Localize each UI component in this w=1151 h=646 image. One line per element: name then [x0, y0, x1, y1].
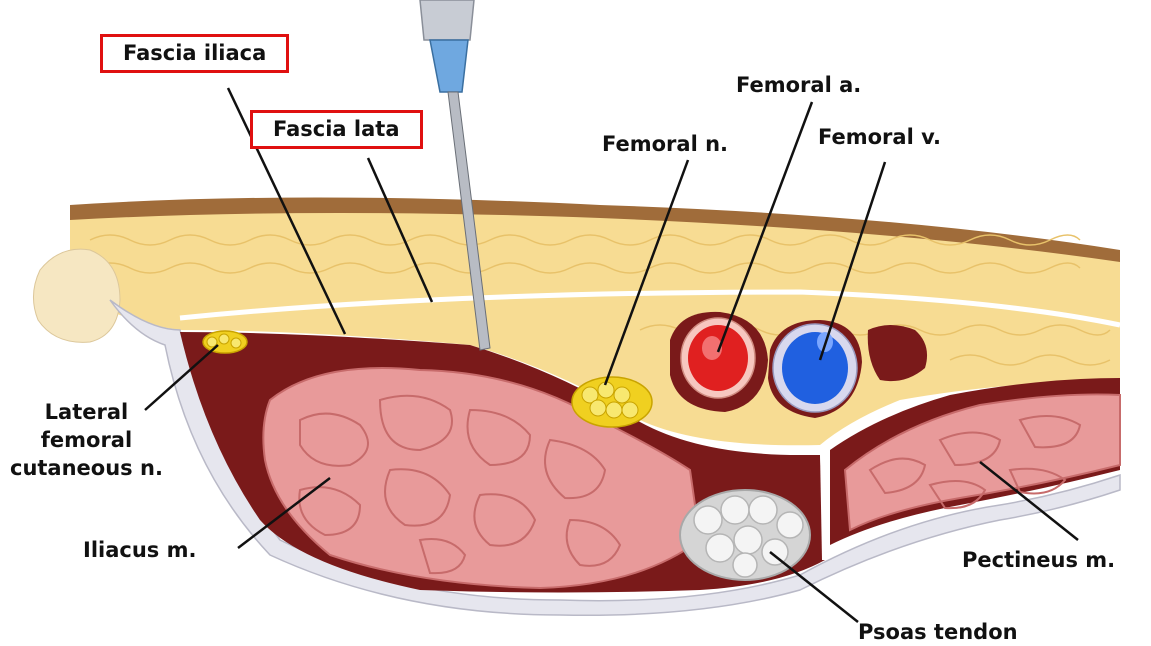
- label-lateral-femoral-cutaneous-nerve: Lateral femoral cutaneous n.: [10, 398, 163, 482]
- bony-prominence: [33, 249, 120, 342]
- label-femoral-vein: Femoral v.: [818, 125, 941, 150]
- septum-line: [822, 452, 824, 560]
- label-psoas-tendon: Psoas tendon: [858, 620, 1018, 645]
- femoral-canal: [868, 325, 927, 381]
- lateral-femoral-cutaneous-nerve: [203, 331, 247, 353]
- label-iliacus-muscle: Iliacus m.: [83, 538, 196, 563]
- label-femoral-nerve: Femoral n.: [602, 132, 728, 157]
- label-pectineus-muscle: Pectineus m.: [962, 548, 1115, 573]
- femoral-nerve: [572, 377, 652, 427]
- label-femoral-artery: Femoral a.: [736, 73, 861, 98]
- psoas-tendon: [680, 490, 810, 580]
- label-fascia-iliaca: Fascia iliaca: [100, 34, 289, 73]
- femoral-artery: [670, 312, 768, 412]
- label-fascia-lata: Fascia lata: [250, 110, 423, 149]
